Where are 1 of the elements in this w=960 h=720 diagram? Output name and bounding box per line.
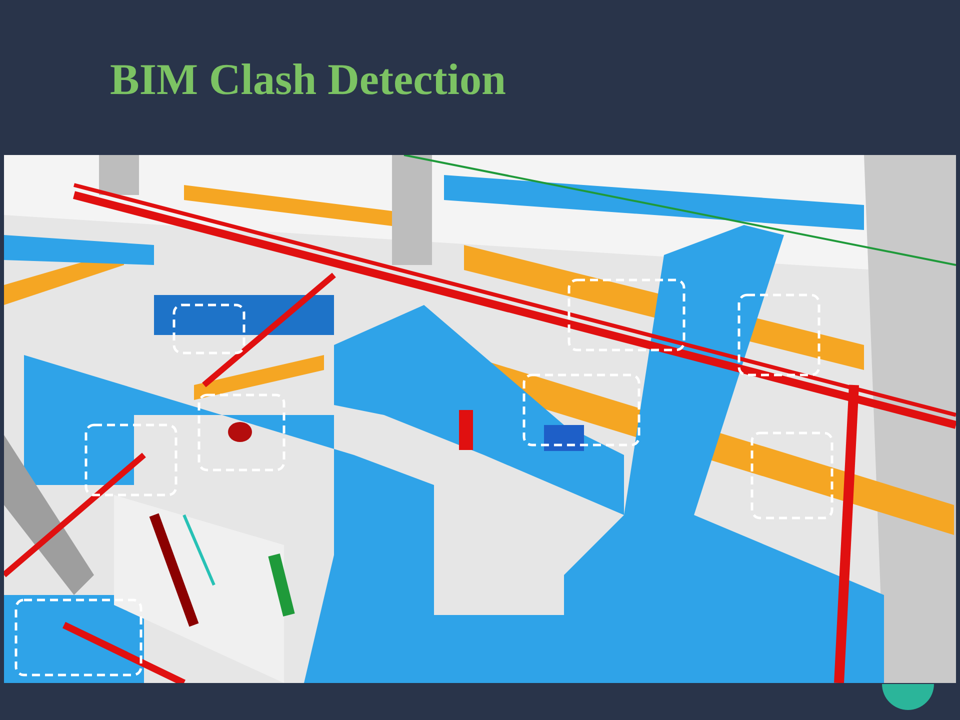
- slide-title: BIM Clash Detection: [110, 58, 506, 102]
